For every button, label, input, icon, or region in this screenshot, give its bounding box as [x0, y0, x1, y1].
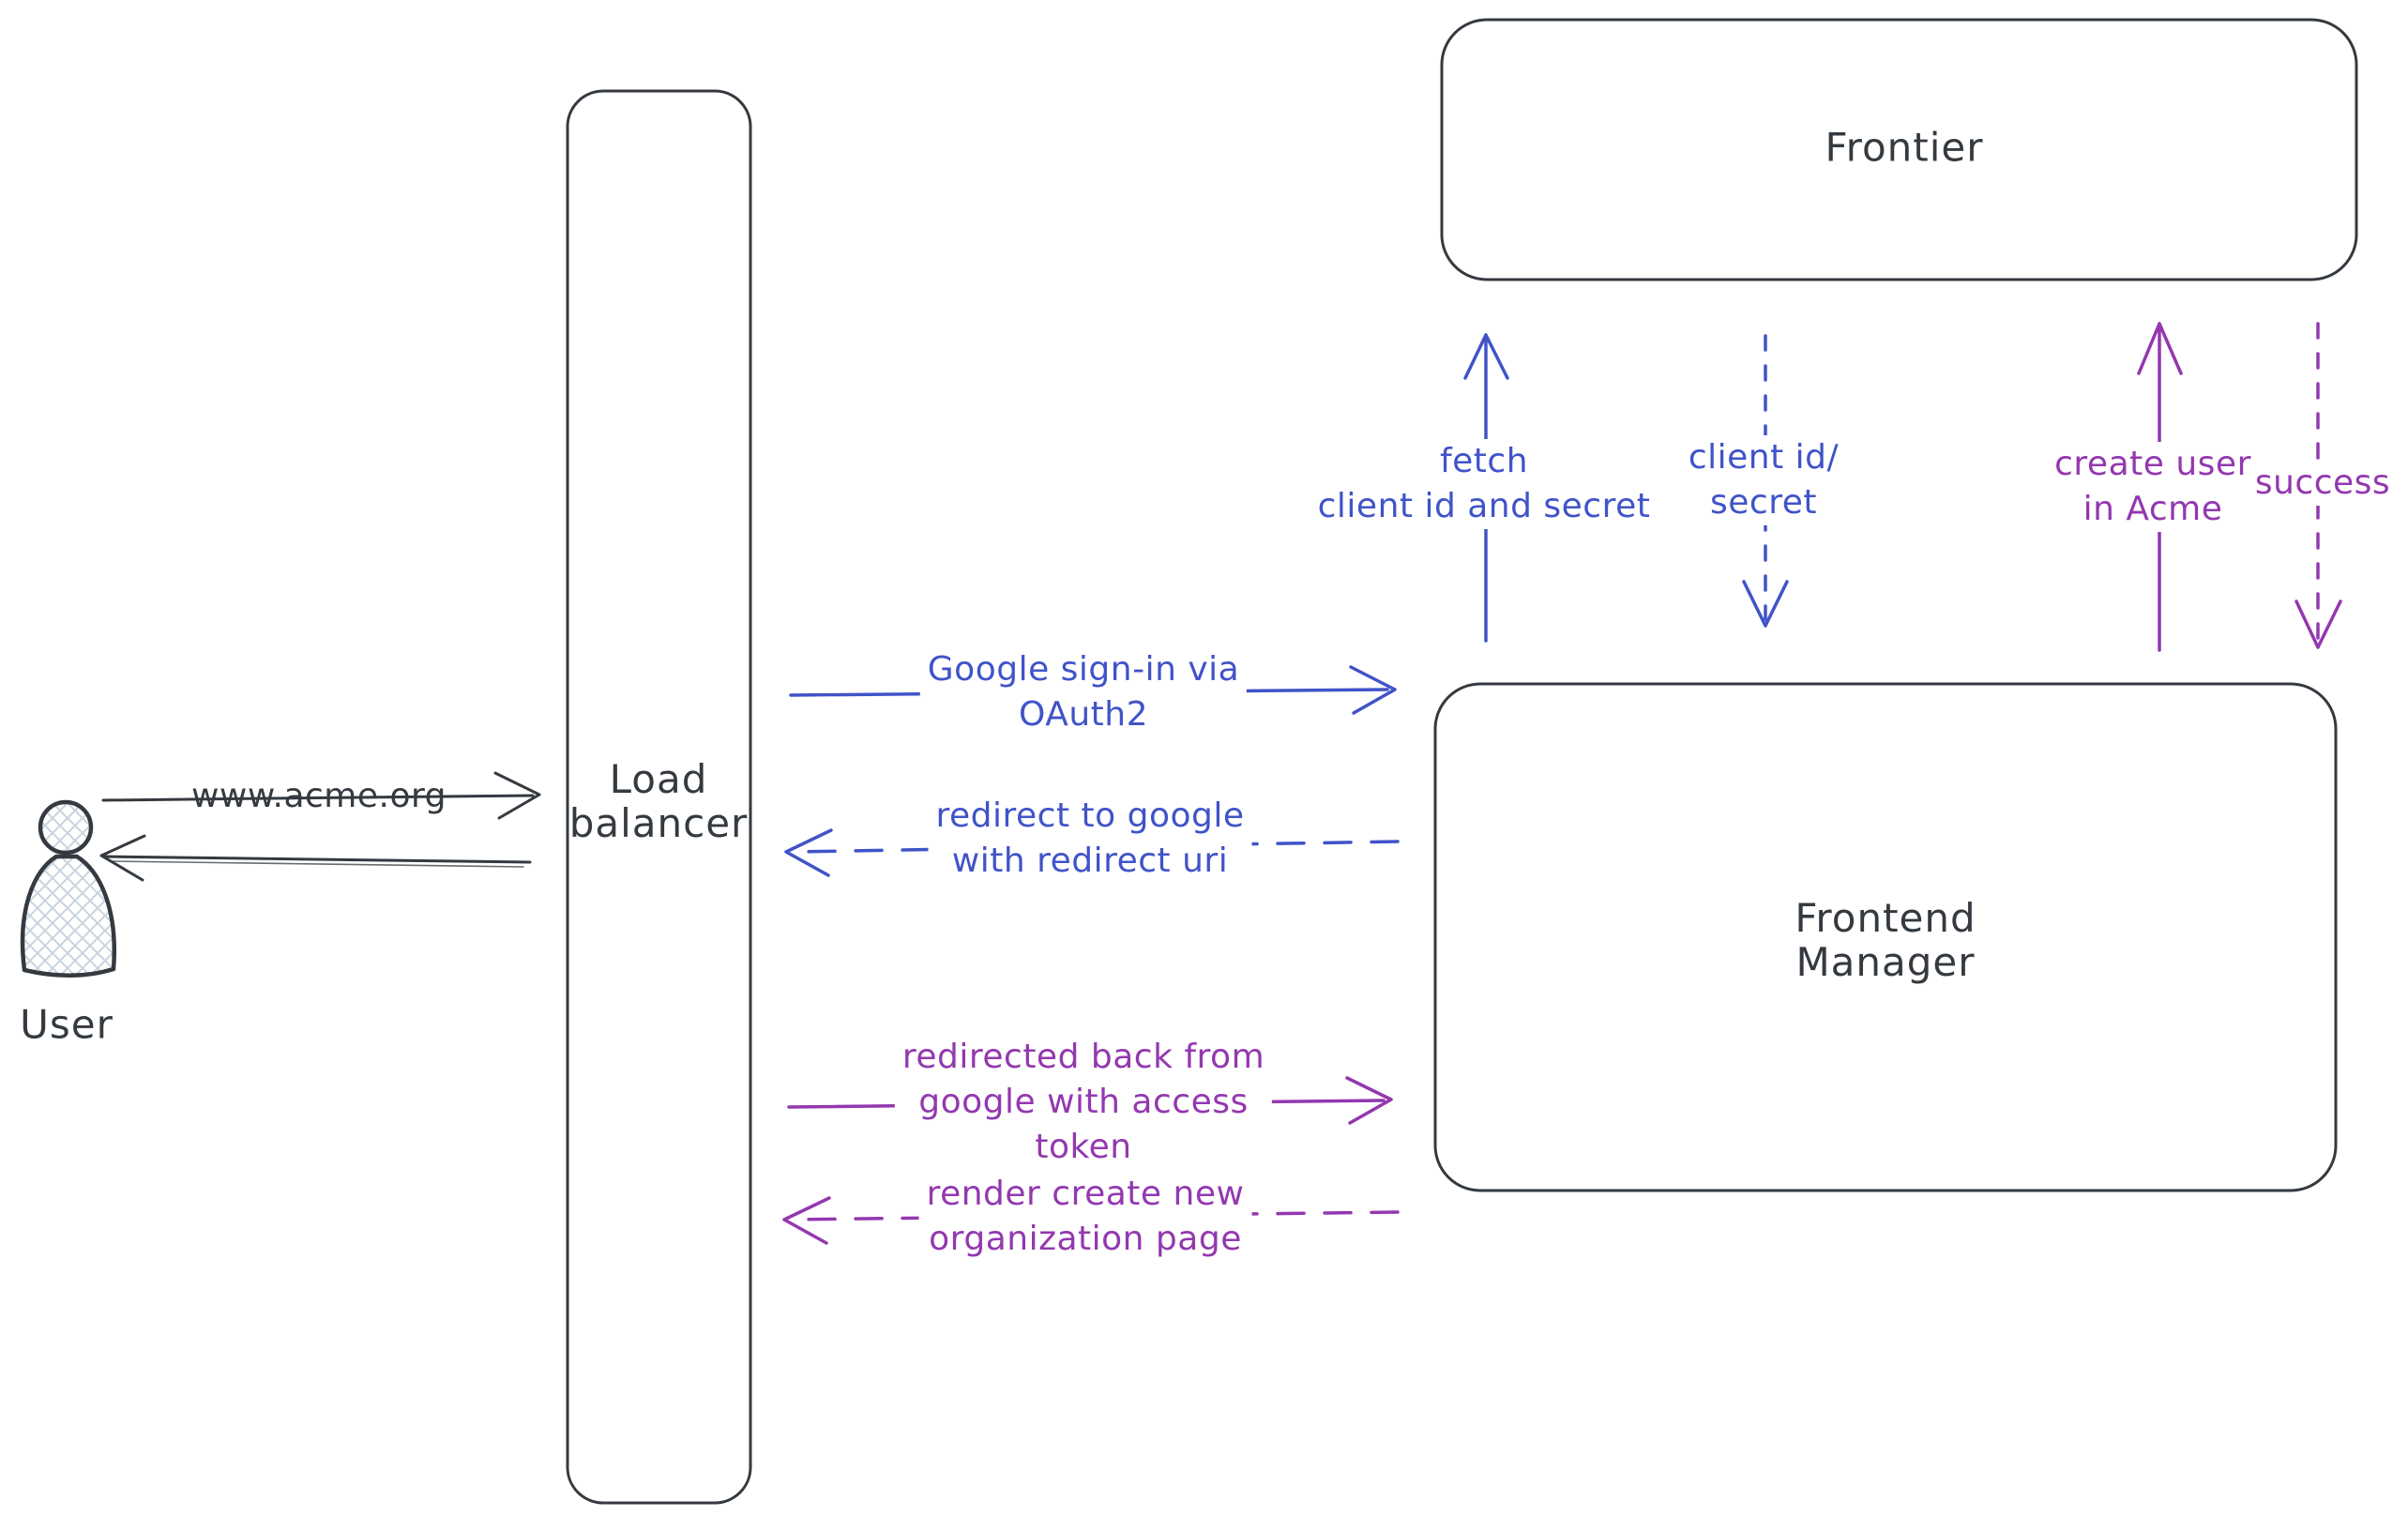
load-balancer-box: [566, 89, 752, 1505]
frontend-manager-box: [1433, 682, 2338, 1192]
arrow-return-to-user: [99, 834, 532, 882]
frontend-manager-label: Frontend Manager: [1795, 895, 1976, 985]
user-body: [20, 854, 116, 978]
arrow-label-www-acme: www.acme.org: [190, 777, 447, 815]
arrow-label-client-id-secret: client id/ secret: [1680, 435, 1847, 525]
arrow-client-id-secret: [1742, 334, 1789, 628]
arrow-www-acme: [101, 771, 541, 820]
arrow-label-create-user: create user in Acme: [2047, 442, 2259, 532]
arrow-label-redirected-back: redirected back from google with access …: [894, 1035, 1273, 1170]
frontier-box: [1440, 18, 2358, 281]
user-head: [38, 799, 94, 856]
arrow-label-success: success: [2247, 461, 2399, 506]
user-label: User: [20, 1001, 114, 1048]
user-icon: [20, 799, 116, 978]
arrow-label-render-org-page: render create new organization page: [918, 1172, 1252, 1262]
load-balancer-label: Load balancer: [568, 756, 749, 846]
arrow-label-google-signin: Google sign-in via OAuth2: [919, 647, 1248, 737]
frontier-label: Frontier: [1825, 124, 1984, 171]
arrow-label-redirect-google: redirect to google with redirect uri: [928, 794, 1252, 884]
arrow-label-fetch-secret: fetch client id and secret: [1310, 439, 1658, 529]
